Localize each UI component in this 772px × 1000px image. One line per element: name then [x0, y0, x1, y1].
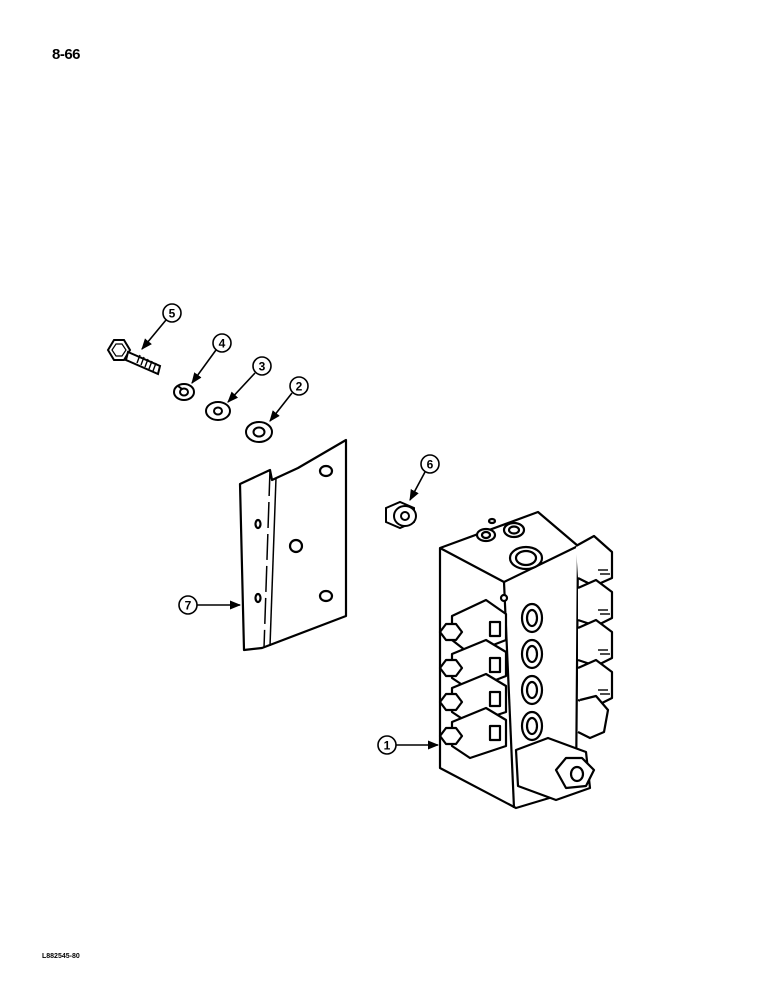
callout-2: 2: [269, 376, 309, 422]
valve-block-part: [438, 510, 614, 810]
figure-code: L882545-80: [42, 953, 80, 960]
callout-4: 4: [191, 333, 232, 384]
svg-text:4: 4: [219, 337, 226, 351]
callout-7: 7: [178, 595, 242, 615]
flat-washer-part: [205, 401, 231, 421]
callout-6: 6: [409, 454, 440, 501]
svg-text:5: 5: [169, 307, 176, 321]
lock-washer-part: [173, 383, 195, 401]
svg-text:1: 1: [384, 739, 391, 753]
plug-part: [385, 500, 417, 530]
callout-3: 3: [227, 356, 272, 403]
callout-1: 1: [377, 735, 440, 755]
washer-part: [245, 421, 273, 443]
svg-text:7: 7: [185, 599, 192, 613]
bolt-part: [106, 339, 162, 376]
mounting-bracket-part: [238, 438, 348, 652]
callout-5: 5: [141, 303, 182, 350]
page-number: 8-66: [52, 46, 81, 63]
svg-text:3: 3: [259, 360, 266, 374]
svg-text:6: 6: [427, 458, 434, 472]
svg-text:2: 2: [296, 380, 303, 394]
